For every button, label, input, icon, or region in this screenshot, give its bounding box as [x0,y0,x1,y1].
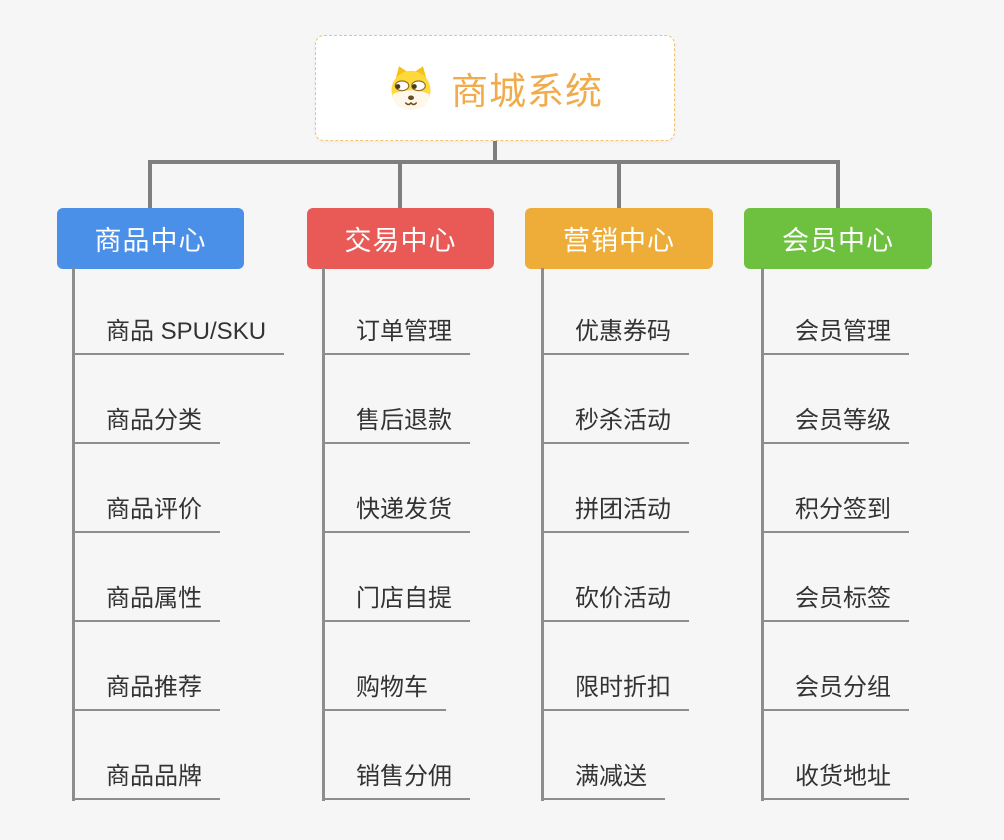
branch-label: 交易中心 [344,226,457,256]
leaf-node[interactable]: 会员分组 [761,673,909,711]
leaf-node[interactable]: 优惠券码 [541,317,689,355]
branch-bus-line [148,160,840,164]
column-trunk-line [761,268,764,801]
leaf-node[interactable]: 商品品牌 [72,762,220,800]
branch-label: 营销中心 [563,226,675,256]
leaf-node[interactable]: 商品推荐 [72,673,220,711]
leaf-node[interactable]: 积分签到 [761,495,909,533]
leaf-node[interactable]: 商品属性 [72,584,220,622]
leaf-node[interactable]: 商品分类 [72,406,220,444]
leaf-node[interactable]: 砍价活动 [541,584,689,622]
leaf-node[interactable]: 销售分佣 [322,762,470,800]
leaf-node[interactable]: 订单管理 [322,317,470,355]
column-trunk-line [541,268,544,801]
leaf-node[interactable]: 秒杀活动 [541,406,689,444]
leaf-node[interactable]: 会员管理 [761,317,909,355]
branch-node-product-center[interactable]: 商品中心 [57,208,244,269]
branch-drop-line [617,160,621,210]
leaf-node[interactable]: 购物车 [322,673,446,711]
leaf-node[interactable]: 快递发货 [322,495,470,533]
leaf-node[interactable]: 满减送 [541,762,665,800]
dog-face-icon [391,66,431,110]
branch-drop-line [398,160,402,210]
leaf-node[interactable]: 售后退款 [322,406,470,444]
root-connector-line [493,140,497,162]
branch-label: 商品中心 [94,226,207,256]
root-node-mall-system[interactable]: 商城系统 [315,35,675,141]
branch-label: 会员中心 [782,226,894,256]
leaf-node[interactable]: 商品评价 [72,495,220,533]
leaf-node[interactable]: 收货地址 [761,762,909,800]
column-trunk-line [72,268,75,801]
leaf-node[interactable]: 商品 SPU/SKU [72,317,285,355]
root-title: 商城系统 [451,71,603,112]
leaf-node[interactable]: 门店自提 [322,584,470,622]
branch-drop-line [836,160,840,210]
leaf-node[interactable]: 会员标签 [761,584,909,622]
branch-drop-line [148,160,152,210]
branch-node-marketing-center[interactable]: 营销中心 [525,208,713,269]
leaf-node[interactable]: 限时折扣 [541,673,689,711]
column-trunk-line [322,268,325,801]
leaf-node[interactable]: 会员等级 [761,406,909,444]
leaf-node[interactable]: 拼团活动 [541,495,689,533]
branch-node-trade-center[interactable]: 交易中心 [307,208,494,269]
branch-node-member-center[interactable]: 会员中心 [744,208,932,269]
